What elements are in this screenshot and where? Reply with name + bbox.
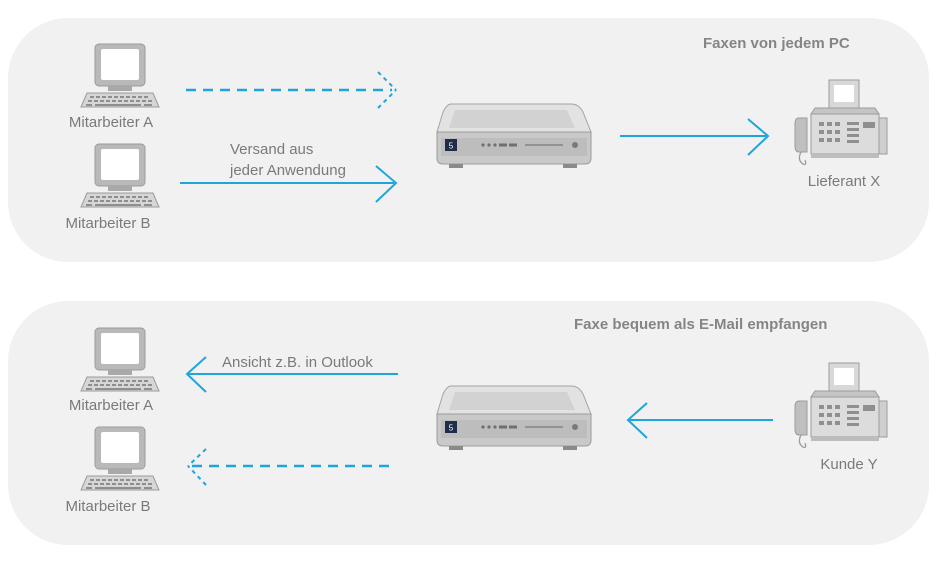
- solid-arrow-right: [180, 165, 398, 203]
- fax-label-top: Lieferant X: [807, 173, 881, 190]
- view-label: Ansicht z.B. in Outlook: [222, 354, 373, 371]
- solid-arrow-left: [185, 356, 398, 393]
- pc-b-label: Mitarbeiter B: [65, 215, 151, 232]
- send-label-line1: Versand aus: [230, 141, 314, 158]
- solid-arrow-left: [626, 402, 773, 439]
- top-panel-title: Faxen von jedem PC: [703, 35, 850, 52]
- solid-arrow-right: [620, 118, 770, 156]
- computer-icon: [75, 426, 165, 494]
- send-label-line2: jeder Anwendung: [230, 162, 346, 179]
- fax-label-bottom: Kunde Y: [820, 456, 878, 473]
- fax-machine-icon: [793, 361, 893, 451]
- fax-server-icon: [433, 100, 593, 172]
- computer-icon: [75, 43, 165, 111]
- computer-icon: [75, 327, 165, 395]
- pc-a-label: Mitarbeiter A: [68, 397, 154, 414]
- fax-machine-icon: [793, 78, 893, 168]
- computer-icon: [75, 143, 165, 211]
- dashed-arrow-left: [187, 448, 396, 486]
- fax-server-icon: [433, 382, 593, 454]
- dashed-arrow-right: [186, 71, 397, 109]
- pc-a-label: Mitarbeiter A: [68, 114, 154, 131]
- bottom-panel-title: Faxe bequem als E-Mail empfangen: [574, 316, 828, 333]
- pc-b-label: Mitarbeiter B: [65, 498, 151, 515]
